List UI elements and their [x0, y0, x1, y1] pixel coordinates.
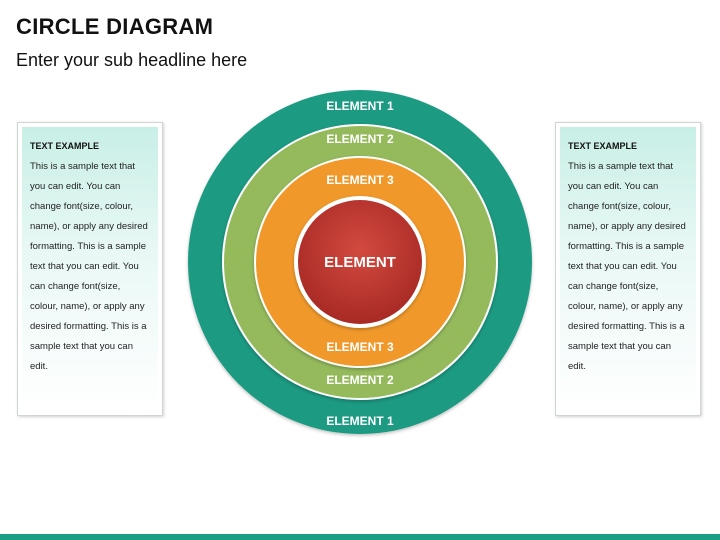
right-text-body: This is a sample text that you can edit.…	[568, 161, 686, 372]
ring-1-top-label: ELEMENT 1	[326, 99, 394, 113]
ring-3-top-label: ELEMENT 3	[326, 173, 394, 187]
slide-title: CIRCLE DIAGRAM	[16, 14, 214, 39]
left-text-body: This is a sample text that you can edit.…	[30, 161, 148, 372]
bottom-accent-bar	[0, 534, 720, 540]
ring-1-bottom-label: ELEMENT 1	[326, 414, 394, 428]
right-text-box[interactable]: TEXT EXAMPLE This is a sample text that …	[555, 122, 701, 416]
ring-2-top-label: ELEMENT 2	[326, 132, 394, 146]
ring-3-bottom-label: ELEMENT 3	[326, 340, 394, 354]
slide-subtitle: Enter your sub headline here	[16, 50, 248, 70]
ring-2-bottom-label: ELEMENT 2	[326, 373, 394, 387]
right-text-heading: TEXT EXAMPLE	[568, 141, 638, 151]
center-element[interactable]	[298, 200, 422, 324]
center-label: ELEMENT	[324, 254, 396, 271]
left-text-box[interactable]: TEXT EXAMPLE This is a sample text that …	[17, 122, 163, 416]
left-text-heading: TEXT EXAMPLE	[30, 141, 100, 151]
